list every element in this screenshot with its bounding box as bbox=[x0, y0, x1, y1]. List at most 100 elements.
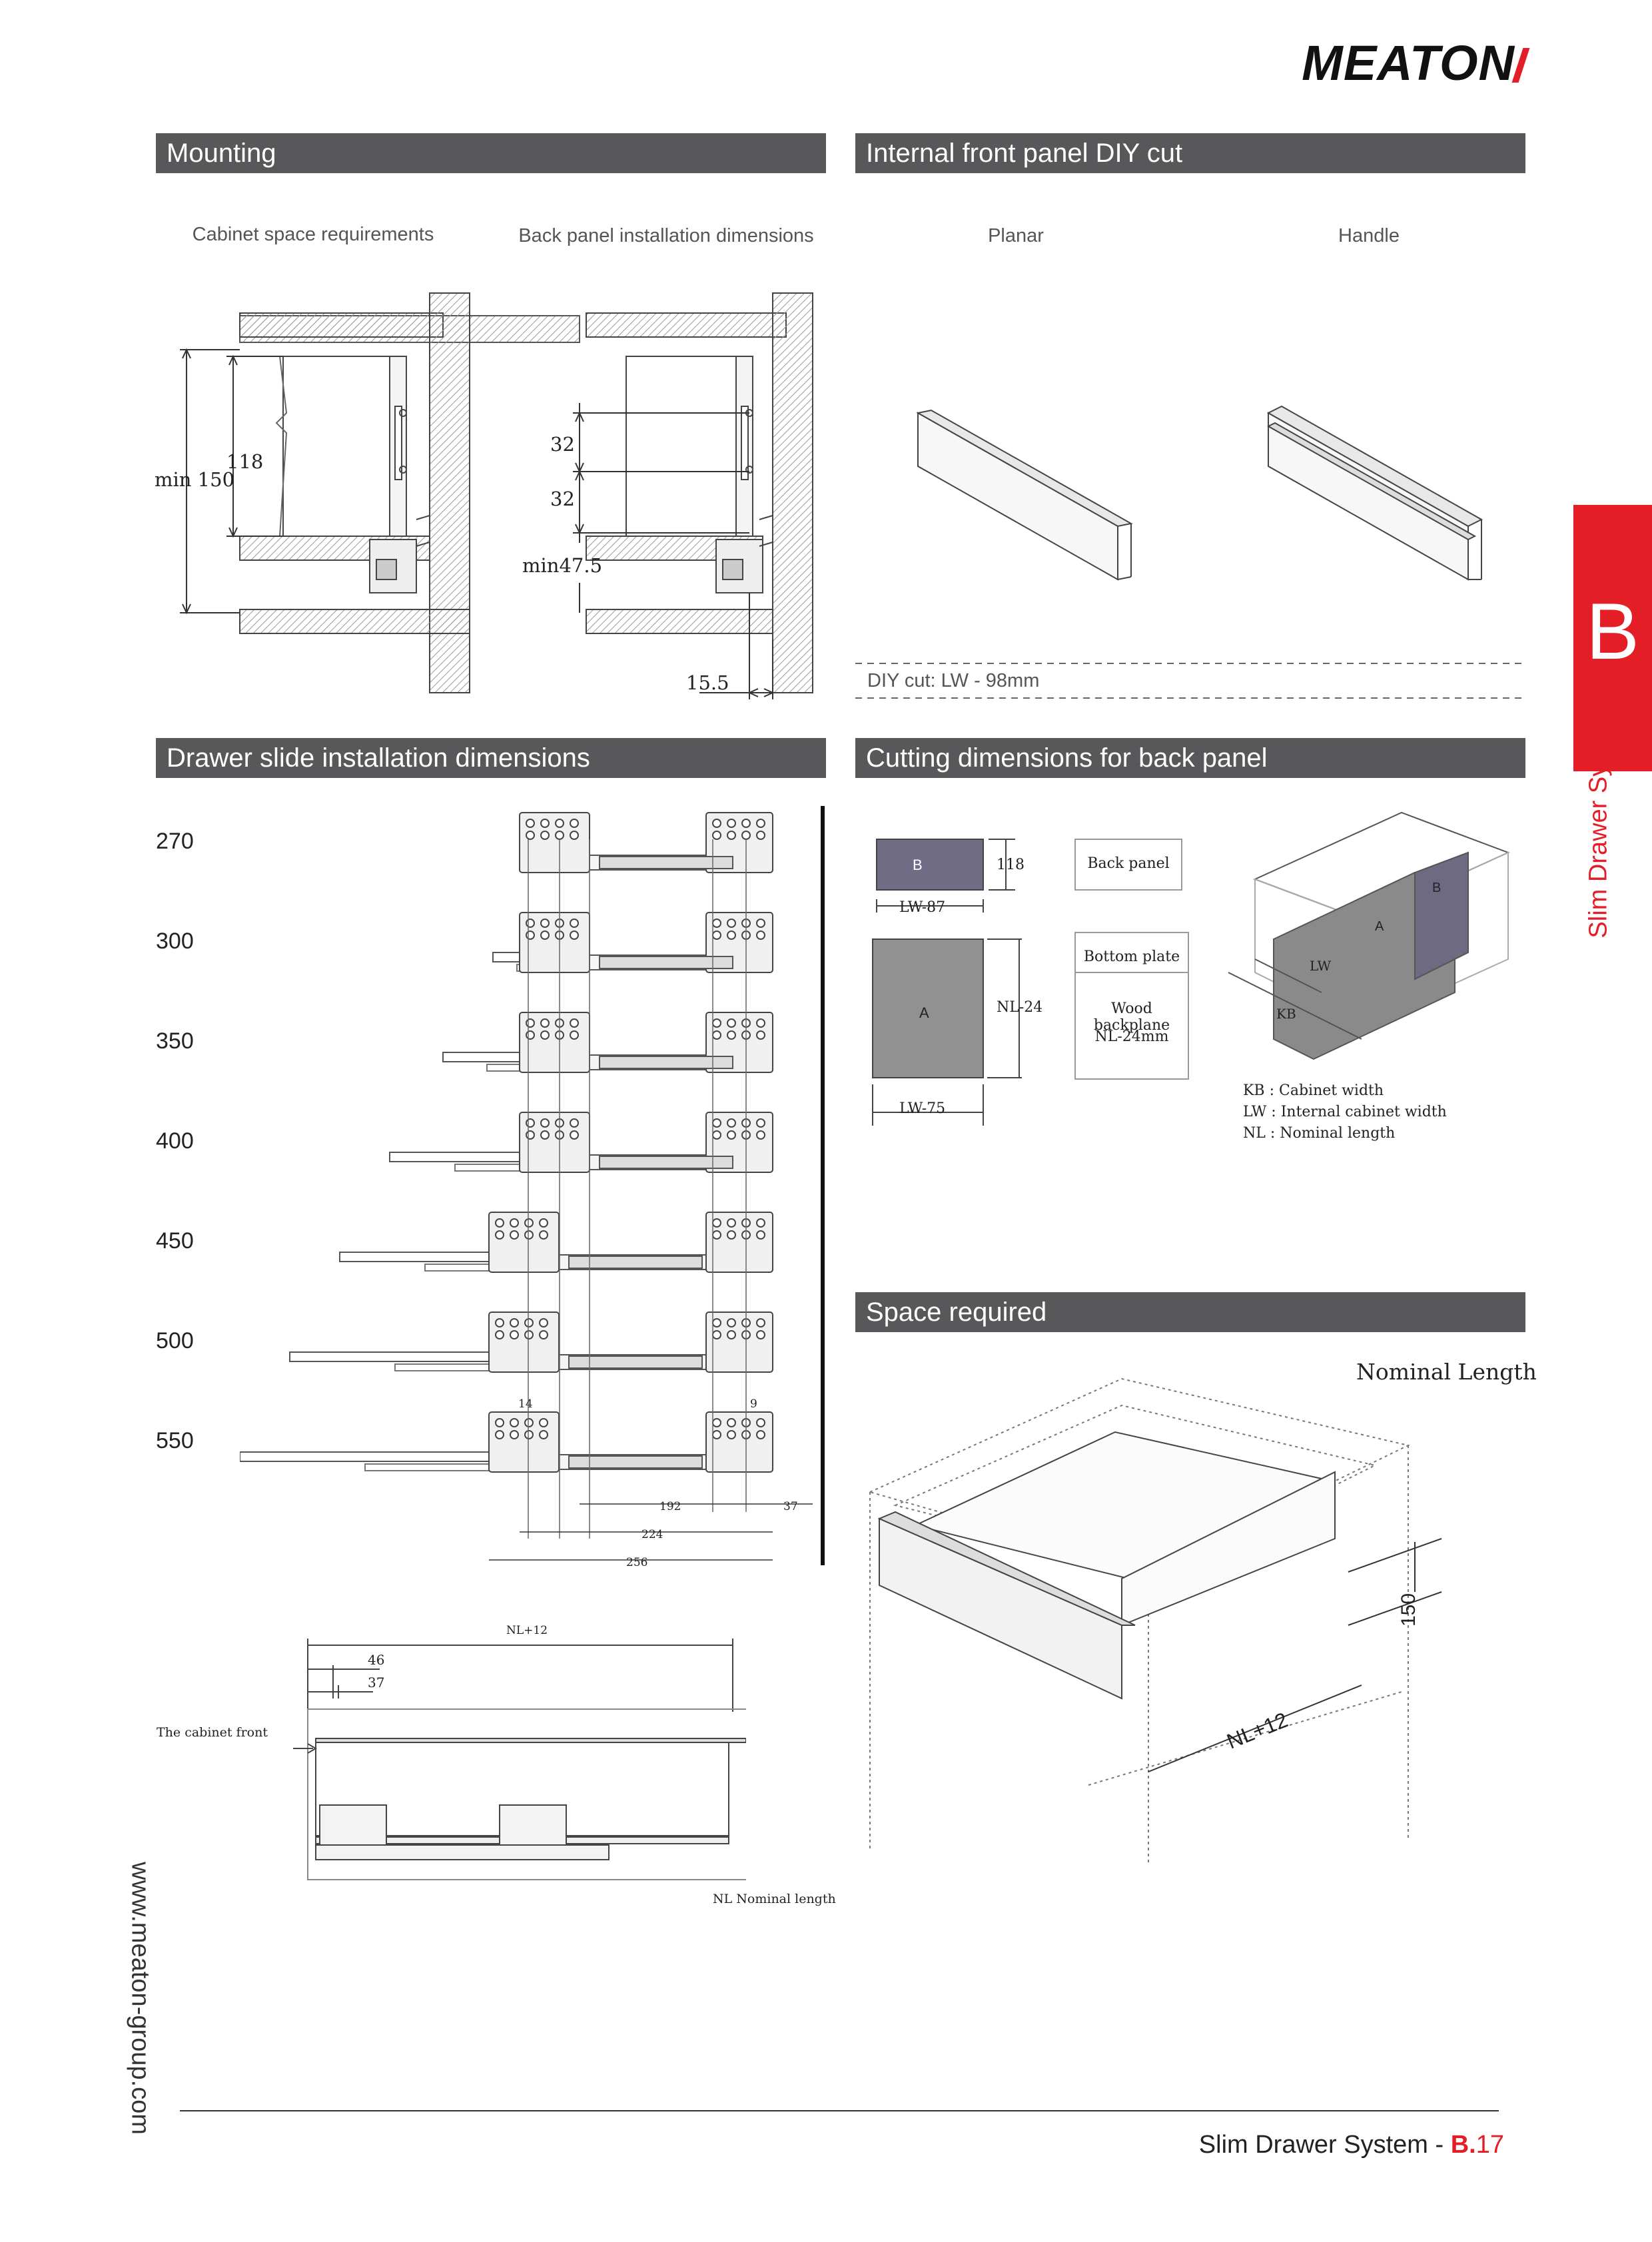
bracket-hole bbox=[570, 1118, 579, 1128]
bracket-hole bbox=[510, 1318, 519, 1327]
panel-a-label: A bbox=[919, 1004, 929, 1021]
bracket-hole bbox=[727, 1030, 736, 1040]
length-450: 450 bbox=[156, 1228, 194, 1254]
bracket-hole bbox=[756, 1430, 765, 1439]
bracket-hole bbox=[540, 819, 550, 828]
section-tab[interactable]: B bbox=[1573, 505, 1652, 771]
bracket-hole bbox=[727, 1018, 736, 1028]
bracket-hole bbox=[524, 1418, 534, 1427]
bracket-hole bbox=[756, 1318, 765, 1327]
bracket-hole bbox=[727, 831, 736, 840]
bracket-hole bbox=[526, 1118, 535, 1128]
bracket-hole bbox=[540, 931, 550, 940]
bracket-hole bbox=[539, 1430, 548, 1439]
dim-192: 192 bbox=[659, 1500, 681, 1513]
bracket-hole bbox=[495, 1218, 504, 1228]
slides-drawing bbox=[240, 806, 825, 1565]
footer-page: 17 bbox=[1475, 2131, 1504, 2159]
bracket-hole bbox=[712, 1418, 721, 1427]
bracket-hole bbox=[510, 1418, 519, 1427]
dim-15-5: 15.5 bbox=[686, 671, 729, 694]
bracket-hole bbox=[712, 919, 721, 928]
legend-lw: LW : Internal cabinet width bbox=[1243, 1104, 1447, 1120]
footer-section: B. bbox=[1450, 2131, 1476, 2159]
length-300: 300 bbox=[156, 929, 194, 954]
section-letter: B bbox=[1585, 587, 1640, 676]
dim-46: 46 bbox=[368, 1652, 385, 1668]
bracket-hole bbox=[712, 1018, 721, 1028]
panel-b-label: B bbox=[913, 857, 923, 873]
bracket-hole bbox=[727, 1430, 736, 1439]
slide-mechanism bbox=[599, 956, 733, 969]
dim-lw-75: LW-75 bbox=[899, 1100, 946, 1117]
slide-extension-rail bbox=[240, 1451, 520, 1462]
bracket-hole bbox=[712, 1218, 721, 1228]
bracket-hole bbox=[539, 1230, 548, 1240]
bracket-hole bbox=[712, 1230, 721, 1240]
slide-rear-bracket bbox=[705, 1311, 773, 1373]
space-required-drawing bbox=[868, 1377, 1442, 1865]
bracket-hole bbox=[570, 931, 579, 940]
bracket-hole bbox=[756, 819, 765, 828]
bracket-hole bbox=[727, 1330, 736, 1339]
wood-backplane-line2: NL-24mm bbox=[1094, 1028, 1169, 1045]
bracket-hole bbox=[526, 919, 535, 928]
diy-header: Internal front panel DIY cut bbox=[855, 133, 1525, 173]
dim-min-47-5: min47.5 bbox=[522, 554, 603, 577]
length-350: 350 bbox=[156, 1028, 194, 1054]
bracket-hole bbox=[495, 1318, 504, 1327]
slide-extension-rail bbox=[289, 1351, 520, 1362]
slide-front-bracket bbox=[488, 1411, 560, 1473]
dim-32-bottom: 32 bbox=[550, 488, 575, 510]
dim-37: 37 bbox=[783, 1500, 798, 1513]
bracket-hole bbox=[741, 831, 751, 840]
slide-mechanism bbox=[568, 1256, 703, 1269]
bracket-hole bbox=[524, 1218, 534, 1228]
slide-extension-rail bbox=[492, 952, 520, 962]
bracket-hole bbox=[712, 1318, 721, 1327]
bracket-hole bbox=[539, 1318, 548, 1327]
bracket-hole bbox=[539, 1330, 548, 1339]
bottom-plate-box: Bottom plate bbox=[1083, 948, 1180, 965]
website-url[interactable]: www.meaton-group.com bbox=[126, 1862, 155, 2135]
bracket-hole bbox=[727, 919, 736, 928]
bracket-hole bbox=[495, 1430, 504, 1439]
cabinet-front-label: The cabinet front bbox=[157, 1725, 268, 1740]
dim-min-150: min 150 bbox=[155, 468, 235, 491]
bracket-hole bbox=[540, 1130, 550, 1140]
legend-nl: NL : Nominal length bbox=[1243, 1125, 1396, 1142]
dim-224: 224 bbox=[641, 1528, 663, 1541]
bracket-hole bbox=[510, 1230, 519, 1240]
bracket-hole bbox=[712, 831, 721, 840]
slide-mechanism bbox=[568, 1355, 703, 1369]
iso-b-label: B bbox=[1432, 881, 1442, 895]
space-header: Space required bbox=[855, 1292, 1525, 1332]
bracket-hole bbox=[756, 1130, 765, 1140]
bracket-hole bbox=[712, 1130, 721, 1140]
bracket-hole bbox=[756, 931, 765, 940]
back-panel-box: Back panel bbox=[1087, 855, 1170, 872]
bracket-hole bbox=[570, 819, 579, 828]
bracket-hole bbox=[539, 1418, 548, 1427]
dim-37-bottom: 37 bbox=[368, 1675, 385, 1690]
mounting-diagram bbox=[180, 292, 813, 699]
dim-9: 9 bbox=[750, 1397, 757, 1411]
bracket-hole bbox=[540, 1018, 550, 1028]
bracket-hole bbox=[712, 1030, 721, 1040]
footer-text: Slim Drawer System - bbox=[1198, 2131, 1451, 2159]
bracket-hole bbox=[756, 1418, 765, 1427]
bracket-hole bbox=[540, 919, 550, 928]
bracket-hole bbox=[540, 1118, 550, 1128]
bracket-hole bbox=[727, 1118, 736, 1128]
iso-a-label: A bbox=[1375, 919, 1384, 934]
iso-lw-label: LW bbox=[1310, 958, 1332, 974]
bracket-hole bbox=[712, 931, 721, 940]
footer-rule bbox=[180, 2110, 1499, 2111]
bracket-hole bbox=[756, 1330, 765, 1339]
diy-cut-lines bbox=[855, 663, 1525, 699]
bracket-hole bbox=[727, 931, 736, 940]
bracket-hole bbox=[540, 1030, 550, 1040]
slide-mechanism bbox=[599, 1056, 733, 1069]
bracket-hole bbox=[539, 1218, 548, 1228]
bracket-hole bbox=[540, 831, 550, 840]
